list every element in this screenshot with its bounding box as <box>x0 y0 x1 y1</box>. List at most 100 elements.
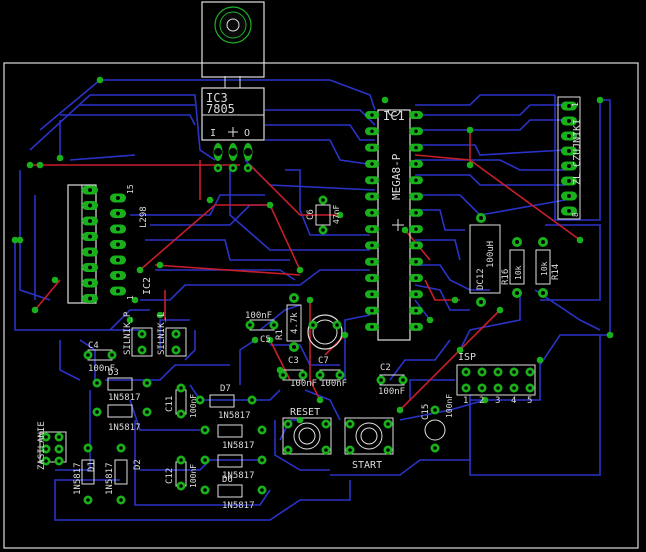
inductor-pad <box>476 297 486 307</box>
resistor-r16-body <box>509 249 525 285</box>
power-connector-pad <box>41 456 51 466</box>
d6-label: D6 <box>222 475 233 485</box>
c15-capacitor-body <box>424 419 446 441</box>
ic1-right-pin-pad <box>409 290 423 299</box>
ic2-name: IC2 <box>142 277 153 295</box>
ic1-right-pin-pad <box>409 143 423 152</box>
ic3-pin-out: O <box>244 128 250 139</box>
d2-part: 1N5817 <box>105 462 115 495</box>
ic2-right-pin-pad <box>110 193 126 203</box>
diode-bodies <box>81 377 243 498</box>
start-label: START <box>352 460 382 471</box>
board-outline <box>3 62 639 549</box>
ic3-value: 7805 <box>206 102 235 116</box>
via <box>16 236 24 244</box>
button-pad <box>321 445 331 455</box>
button-pad <box>383 445 393 455</box>
ic3-heatsink <box>201 1 265 78</box>
c3-value: 100nF <box>290 379 317 389</box>
button-pad <box>283 419 293 429</box>
resistor-r14-body <box>535 249 551 285</box>
silkscreen-labels: IC3 7805 I O IC1 MEGA8-P L298 IC2 15 1 Z… <box>37 91 583 511</box>
capacitor-pad <box>269 320 279 330</box>
motor-connector-pad <box>171 329 181 339</box>
capacitor-pad <box>332 320 342 330</box>
capacitor-pad <box>315 370 325 380</box>
d2-label: D2 <box>133 459 143 470</box>
reset-label: RESET <box>290 407 320 418</box>
resistor-pad <box>538 288 548 298</box>
via <box>606 331 614 339</box>
ic1-left-pin-pad <box>365 176 379 185</box>
diode-pad <box>257 485 267 495</box>
diode-pad <box>92 378 102 388</box>
resistor-r1-body <box>286 304 302 342</box>
ic2-pin-15: 15 <box>126 184 135 194</box>
via <box>296 416 304 424</box>
isp-pin-5: 5 <box>527 396 532 406</box>
ic3-lead-pad <box>228 163 238 173</box>
capacitor-pad <box>176 409 186 419</box>
via <box>466 161 474 169</box>
via <box>576 236 584 244</box>
ic3-name: IC3 <box>206 91 228 105</box>
ic1-right-pin-pad <box>409 208 423 217</box>
ic2-left-pin-pad <box>82 232 98 241</box>
isp-pin-pad <box>525 383 535 393</box>
diode-pad <box>116 443 126 453</box>
ic1-right-pin-pad <box>409 225 423 234</box>
resistor-pad <box>289 293 299 303</box>
d1-label: D1 <box>87 461 97 472</box>
isp-header <box>456 364 536 396</box>
diode-pad <box>200 485 210 495</box>
ic2-left-pin-pad <box>82 278 98 288</box>
inductor-pad <box>476 213 486 223</box>
ic1-left-pin-pad <box>365 143 379 152</box>
connector-pin-pad <box>561 206 577 216</box>
button-pad <box>321 419 331 429</box>
via <box>316 396 324 404</box>
d7-part: 1N5817 <box>218 411 251 421</box>
ic2-l298 <box>67 184 97 304</box>
ic3-pin-pad <box>213 143 223 161</box>
r16-value: 10k <box>514 265 523 280</box>
via <box>306 296 314 304</box>
capacitor-pad <box>335 370 345 380</box>
ic1-right-pin-pad <box>409 176 423 185</box>
ic1-left-pin-pad <box>365 290 379 299</box>
d8-part: 1N5817 <box>222 441 255 451</box>
r14-value: 10k <box>540 261 549 276</box>
ic1-right-pin-pad <box>409 127 423 136</box>
capacitor-pad <box>298 370 308 380</box>
c15-label: C15 <box>421 404 431 420</box>
via <box>266 201 274 209</box>
ic1-left-pin-pad <box>365 111 379 119</box>
isp-pin-pad <box>493 367 503 377</box>
via <box>296 266 304 274</box>
isp-pin-3: 3 <box>495 396 500 406</box>
zasilanie-label: ZASILANIE <box>37 421 47 470</box>
diode-pad <box>142 407 152 417</box>
ic1-left-pin-pad <box>365 241 379 250</box>
isp-label: ISP <box>458 352 476 363</box>
ic2-right-pin-pad <box>110 271 126 280</box>
silnik-l-label: SILNIK_L <box>157 312 167 355</box>
ic2-right-pin-pad <box>110 240 126 249</box>
ic3-pin-pad <box>228 143 238 161</box>
via <box>156 311 164 319</box>
ic1-left-pin-pad <box>365 274 379 282</box>
connector-pin-pad <box>561 101 577 111</box>
electrolytic-capacitor <box>307 314 343 350</box>
ic1-right-pin-pad <box>409 159 423 168</box>
inductor-body <box>469 224 501 294</box>
ic1-right-pin-pad <box>409 192 423 201</box>
via <box>206 196 214 204</box>
via <box>26 161 34 169</box>
ic2-left-pin-pad <box>82 201 98 210</box>
capacitor-pad <box>107 350 117 360</box>
d5-part: 1N5817 <box>222 471 255 481</box>
via <box>336 211 344 219</box>
ic2-left-pin-pad <box>82 263 98 272</box>
via <box>276 366 284 374</box>
isp-pin-2: 2 <box>479 396 484 406</box>
